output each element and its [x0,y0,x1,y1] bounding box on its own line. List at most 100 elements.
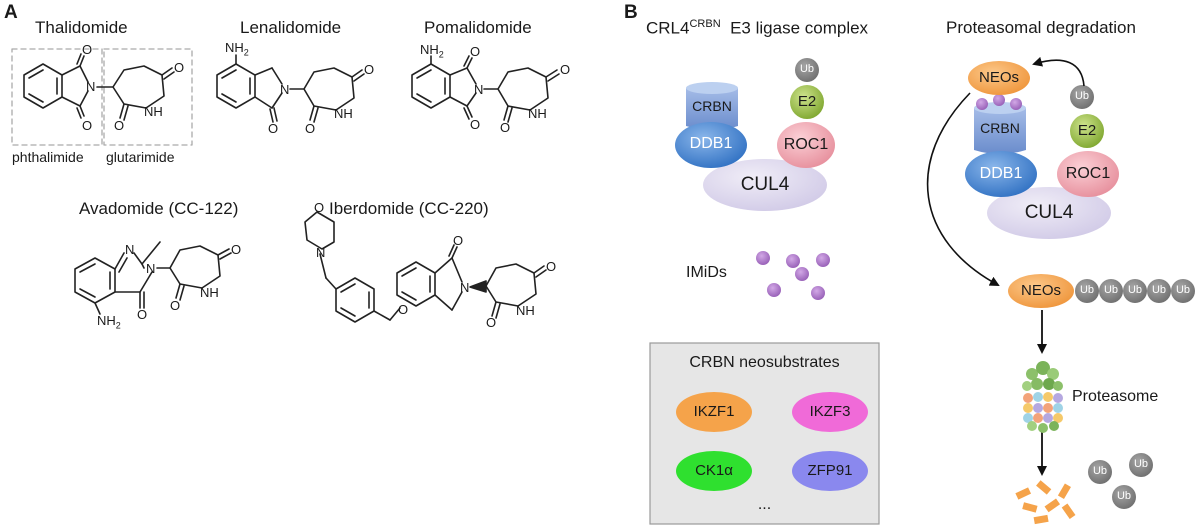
e2-label: E2 [797,93,817,110]
roc1-label: ROC1 [783,136,829,153]
ddb1-shape [675,122,747,168]
free-ub-label: Ub [1092,465,1108,477]
phthalimide-label: phthalimide [12,149,84,165]
atom-nh2: NH2 [420,42,444,60]
cul4-label-2: CUL4 [1024,202,1074,223]
ub-label-2: Ub [1074,90,1090,102]
ddb1-label: DDB1 [689,135,733,152]
degradation-complex [965,61,1119,239]
atom-n: N [125,242,135,257]
neos-ub-shape [1008,274,1074,308]
panel-b-letter: B [624,2,638,23]
ikzf3-label: IKZF3 [809,403,851,420]
release-arrow [926,92,1000,286]
atom-o: O [114,118,125,133]
free-ub-label: Ub [1116,490,1132,502]
free-ub-2 [1129,453,1153,477]
atom-o: O [560,62,571,77]
thalidomide-structure [23,53,175,121]
degradation-title: Proteasomal degradation [946,18,1136,37]
ub-chain-label: Ub [1103,284,1119,296]
cul4-shape [703,159,827,211]
peptide-fragments [1015,480,1076,525]
atom-o: O [305,121,316,136]
atom-nh2: NH2 [225,40,249,58]
atom-n: N [474,82,484,97]
e2-label-2: E2 [1077,122,1097,139]
atom-o: O [314,200,325,215]
ub-chain-label: Ub [1151,284,1167,296]
roc1-label-2: ROC1 [1065,165,1111,182]
zfp91-label: ZFP91 [807,462,853,479]
atom-o: O [470,44,481,59]
panel-a-letter: A [4,2,18,23]
atom-n: N [280,82,290,97]
neos-top-label: NEOs [978,69,1019,86]
avadomide-structure [74,241,232,315]
zfp91-shape [792,451,868,491]
atom-o: O [546,259,557,274]
atom-nh: NH [144,104,163,119]
crbn-label-2: CRBN [980,120,1020,136]
ub-chain-label: Ub [1127,284,1143,296]
atom-o: O [500,120,511,135]
atom-o: O [453,233,464,248]
ub-chain-label: Ub [1175,284,1191,296]
neos-top-shape [968,61,1030,95]
atom-nh: NH [334,106,353,121]
neos-ub-label: NEOs [1020,282,1061,299]
atom-o: O [82,42,93,57]
atom-o: O [470,117,481,132]
proteasome-shape [1022,361,1063,433]
complex-title: CRL4CRBN E3 ligase complex [646,18,869,38]
neosubstrates-box [649,342,880,525]
phthalimide-box [11,48,103,146]
atom-n: N [86,79,96,94]
ikzf1-label: IKZF1 [693,403,735,420]
lenalidomide-structure [216,54,365,123]
atom-o: O [82,118,93,133]
ub-chain-label: Ub [1079,284,1095,296]
free-ub-1 [1088,460,1112,484]
free-ub-label: Ub [1133,458,1149,470]
pomalidomide-title: Pomalidomide [424,18,532,37]
proteasome-label: Proteasome [1072,388,1159,405]
atom-o: O [268,121,279,136]
ddb1-label-2: DDB1 [979,165,1023,182]
glutarimide-label: glutarimide [106,149,175,165]
atom-o: O [486,315,497,330]
free-ub-3 [1112,485,1136,509]
crl4-complex [675,58,835,211]
ub-label: Ub [799,63,815,75]
ck1a-shape [676,451,752,491]
lenalidomide-title: Lenalidomide [240,18,342,37]
roc1-shape [777,122,835,168]
neosubstrates-more: ... [757,496,772,513]
iberdomide-title: Iberdomide (CC-220) [329,199,489,218]
ikzf1-shape [676,392,752,432]
ck1a-label: CK1α [695,462,733,479]
atom-nh: NH [528,106,547,121]
atom-n: N [146,261,156,276]
e2-shape [790,85,824,119]
imids-dots [756,251,830,300]
crbn-label: CRBN [692,98,732,114]
cul4-label: CUL4 [740,174,790,195]
iberdomide-structure [304,211,547,323]
crbn-shape [686,84,738,130]
atom-n: N [316,245,326,260]
thalidomide-title: Thalidomide [35,18,128,37]
ub-transfer-arrow [1032,56,1085,87]
atom-o: O [170,298,181,313]
glutarimide-box [103,48,193,146]
atom-nh: NH [516,303,535,318]
imids-label: IMiDs [686,264,727,281]
atom-o: O [174,60,185,75]
atom-n: N [460,280,470,295]
atom-o: O [137,307,148,322]
ub-shape [795,58,819,82]
atom-nh: NH [200,285,219,300]
structures [11,48,560,323]
neosubstrates-title: CRBN neosubstrates [689,354,840,371]
